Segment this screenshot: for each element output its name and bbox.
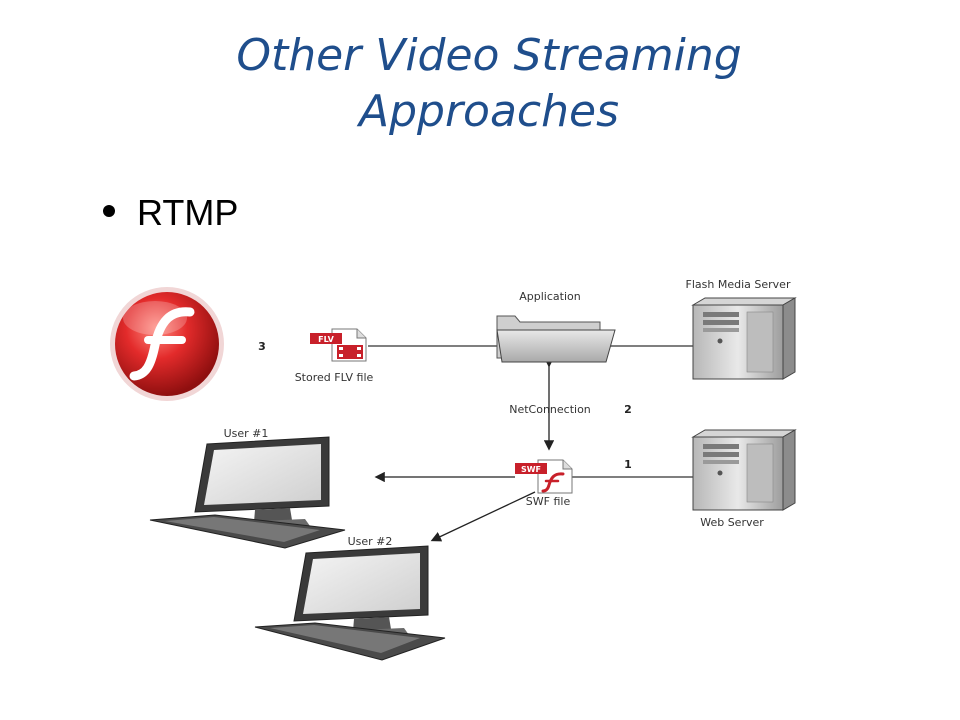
bullet-item: RTMP xyxy=(103,192,238,234)
user2-computer-icon xyxy=(254,545,446,661)
stored-flv-label: Stored FLV file xyxy=(295,371,374,384)
bullet-text: RTMP xyxy=(137,192,239,233)
title-line-2: Approaches xyxy=(358,86,619,137)
flv-file-icon: FLV xyxy=(310,328,367,362)
user1-computer-icon xyxy=(149,436,346,549)
application-label: Application xyxy=(519,290,580,303)
title-line-1: Other Video Streaming xyxy=(236,30,742,81)
swf-file-label: SWF file xyxy=(526,495,571,508)
flash-media-server-label: Flash Media Server xyxy=(686,278,791,291)
web-server-icon xyxy=(691,429,797,511)
user2-label: User #2 xyxy=(348,535,393,548)
step-3-label: 3 xyxy=(258,340,266,353)
step-2-label: 2 xyxy=(624,403,632,416)
flash-logo-icon xyxy=(110,287,224,401)
slide-title: Other Video Streaming Approaches xyxy=(0,28,960,140)
user1-label: User #1 xyxy=(224,427,269,440)
bullet-dot xyxy=(103,205,115,218)
netconnection-label: NetConnection xyxy=(509,403,591,416)
swf-badge: SWF xyxy=(521,465,541,474)
application-folder-icon xyxy=(496,315,616,363)
web-server-label: Web Server xyxy=(700,516,764,529)
arrow-to-user2 xyxy=(430,491,536,542)
flv-badge: FLV xyxy=(318,335,334,344)
swf-file-icon: SWF xyxy=(515,459,573,494)
flash-media-server-icon xyxy=(691,297,797,380)
step-1-label: 1 xyxy=(624,458,632,471)
